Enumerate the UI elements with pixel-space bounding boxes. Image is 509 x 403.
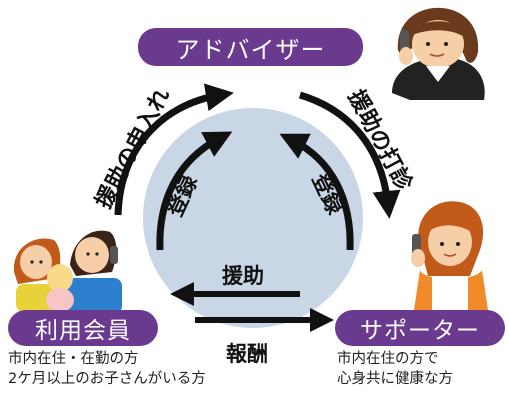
member-description-line1: 市内在住・在勤の方 xyxy=(8,351,139,367)
label-reward: 報酬 xyxy=(226,342,268,366)
arrow-support-meeting xyxy=(298,91,401,219)
member-description: 市内在住・在勤の方 2ケ月以上のお子さんがいる方 xyxy=(8,349,206,389)
member-illustration xyxy=(13,230,122,314)
advisor-node: アドバイザー xyxy=(138,28,363,66)
member-node: 利用会員 xyxy=(8,310,158,346)
member-description-line2: 2ケ月以上のお子さんがいる方 xyxy=(8,371,206,387)
supporter-illustration xyxy=(411,201,488,310)
supporter-node: サポーター xyxy=(335,310,505,346)
arrow-register-right xyxy=(279,133,354,251)
center-circle xyxy=(143,108,363,328)
supporter-description: 市内在住の方で 心身共に健康な方 xyxy=(337,349,453,389)
advisor-illustration xyxy=(392,7,485,100)
supporter-description-line2: 心身共に健康な方 xyxy=(337,371,453,387)
arrow-register-left xyxy=(156,131,233,251)
label-support: 援助 xyxy=(222,264,264,288)
arrow-support-request xyxy=(114,83,234,216)
supporter-description-line1: 市内在住の方で xyxy=(337,351,439,367)
